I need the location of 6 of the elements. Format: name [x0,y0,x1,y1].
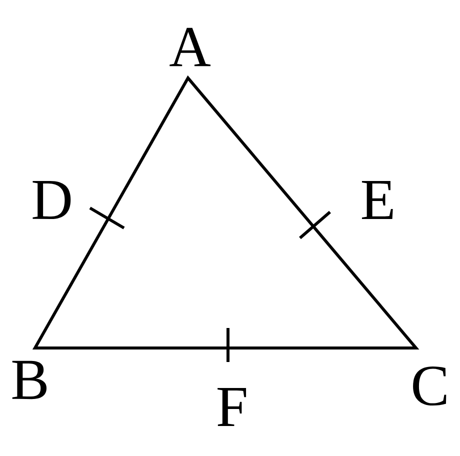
point-label: D [32,180,71,220]
point-label: C [413,366,446,406]
point-label: A [170,28,210,66]
point-label: F [218,388,246,426]
point-label: E [362,181,393,219]
point-label: B [12,360,47,400]
